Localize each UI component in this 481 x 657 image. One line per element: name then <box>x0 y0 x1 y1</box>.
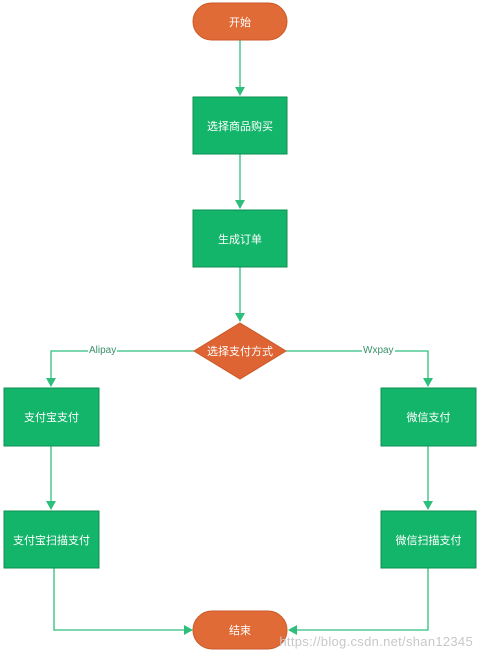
select-product-label: 选择商品购买 <box>207 119 273 133</box>
end-terminal <box>192 610 288 650</box>
edge-choose-to-wechat <box>286 350 433 387</box>
wechat-scan-box <box>380 510 477 569</box>
start-label: 开始 <box>229 15 251 29</box>
edge-choose-to-alipay <box>46 350 194 387</box>
alipay-scan-box <box>3 510 100 569</box>
edge-wechat-scan-to-end <box>288 568 429 635</box>
choose-payment-diamond <box>193 322 287 380</box>
wechat-pay-label: 微信支付 <box>406 411 451 424</box>
wechat-pay-box <box>380 387 477 447</box>
edge-alipay-scan-to-end <box>53 568 193 635</box>
create-order-label: 生成订单 <box>218 232 262 246</box>
alipay-edge-label: Alipay <box>88 345 118 357</box>
watermark-text: https://blog.csdn.net/shan12345 <box>279 634 473 649</box>
alipay-scan-label: 支付宝扫描支付 <box>13 533 90 547</box>
alipay-pay-label: 支付宝支付 <box>24 411 79 424</box>
alipay-pay-box <box>3 387 100 447</box>
start-terminal <box>192 2 288 41</box>
select-product-box <box>192 96 288 155</box>
end-label: 结束 <box>229 624 251 637</box>
choose-payment-label: 选择支付方式 <box>207 345 273 358</box>
wechat-scan-label: 微信扫描支付 <box>395 533 462 547</box>
wxpay-edge-label: Wxpay <box>362 345 395 357</box>
create-order-box <box>192 209 288 268</box>
